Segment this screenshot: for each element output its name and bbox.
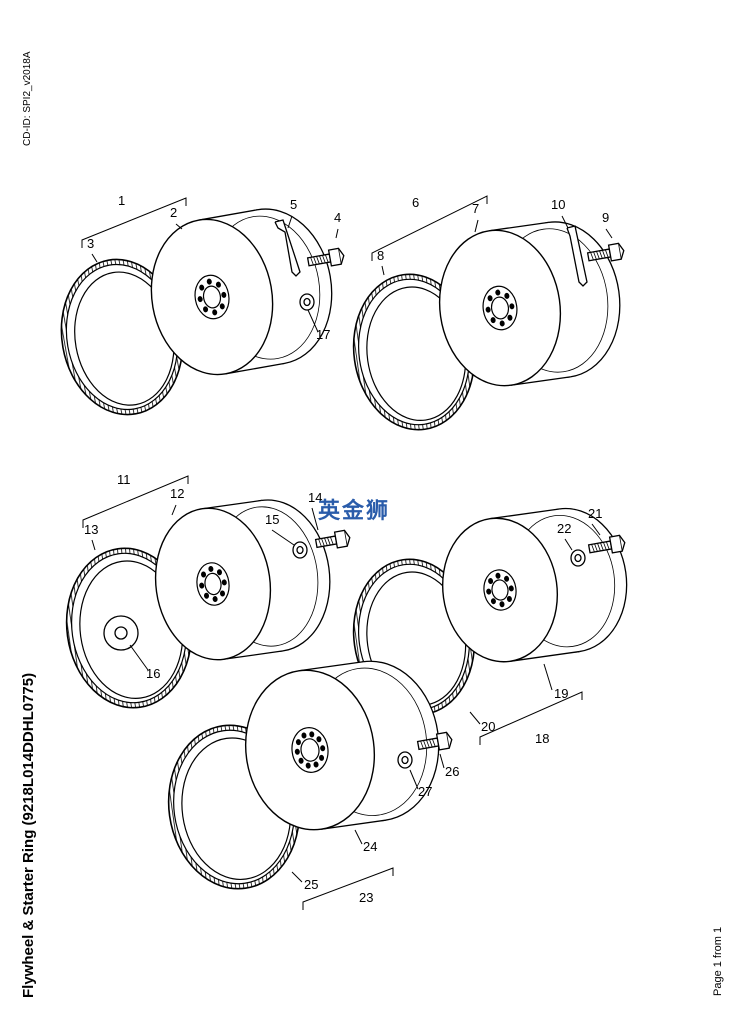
leader-15 (271, 529, 295, 546)
tab-washer-5 (274, 219, 301, 277)
leader-7 (474, 219, 479, 233)
leader-16 (129, 644, 149, 671)
leader-22 (564, 538, 573, 551)
callout-3: 3 (87, 236, 94, 251)
bolt-26 (416, 731, 453, 751)
bracket-18 (479, 691, 583, 745)
leader-12 (171, 504, 177, 516)
flywheel-24 (244, 660, 440, 831)
callout-12: 12 (170, 486, 184, 501)
callout-8: 8 (377, 248, 384, 263)
callout-18: 18 (535, 731, 549, 746)
callout-14: 14 (308, 490, 322, 505)
leader-4 (335, 228, 339, 239)
leader-5 (287, 215, 293, 229)
callout-20: 20 (481, 719, 495, 734)
bracket-11 (82, 475, 189, 528)
callout-5: 5 (290, 197, 297, 212)
callout-9: 9 (602, 210, 609, 225)
leader-14 (311, 507, 319, 531)
bolt-9 (586, 242, 625, 262)
callout-19: 19 (554, 686, 568, 701)
leader-2 (175, 223, 183, 230)
washer-27 (397, 751, 413, 769)
washer-15 (292, 541, 308, 559)
leader-8 (381, 265, 385, 276)
flywheel-2 (150, 208, 333, 376)
callout-27: 27 (418, 784, 432, 799)
bracket-1 (81, 197, 187, 248)
watermark-text: 英金狮 (318, 499, 391, 524)
bracket-23 (302, 867, 394, 910)
leader-10 (561, 215, 569, 229)
callout-4: 4 (334, 210, 341, 225)
leader-26 (439, 753, 445, 769)
leader-3 (91, 253, 98, 263)
callout-22: 22 (557, 521, 571, 536)
callout-15: 15 (265, 512, 279, 527)
callout-17: 17 (316, 327, 330, 342)
callout-6: 6 (412, 195, 419, 210)
leader-13 (91, 539, 96, 551)
callout-26: 26 (445, 764, 459, 779)
leader-24 (354, 829, 363, 845)
callout-21: 21 (588, 506, 602, 521)
leader-19 (543, 663, 553, 691)
callout-7: 7 (472, 201, 479, 216)
leader-27 (409, 769, 419, 790)
tab-washer-10 (566, 225, 588, 287)
callout-13: 13 (84, 522, 98, 537)
callout-24: 24 (363, 839, 377, 854)
leader-9 (605, 228, 613, 239)
leader-20 (469, 711, 481, 725)
callout-2: 2 (170, 205, 177, 220)
leader-17 (307, 309, 319, 333)
bolt-21 (587, 534, 626, 554)
bracket-6 (371, 195, 488, 261)
bolt-14 (314, 529, 351, 549)
callout-10: 10 (551, 197, 565, 212)
bolt-4 (306, 247, 345, 267)
washer-17 (299, 293, 315, 311)
callout-1: 1 (118, 193, 125, 208)
leader-21 (591, 523, 601, 536)
callout-16: 16 (146, 666, 160, 681)
callout-25: 25 (304, 877, 318, 892)
washer-22 (570, 549, 586, 567)
flywheel-12 (154, 499, 331, 661)
leader-25 (291, 871, 303, 883)
callout-23: 23 (359, 890, 373, 905)
callout-11: 11 (117, 472, 131, 487)
